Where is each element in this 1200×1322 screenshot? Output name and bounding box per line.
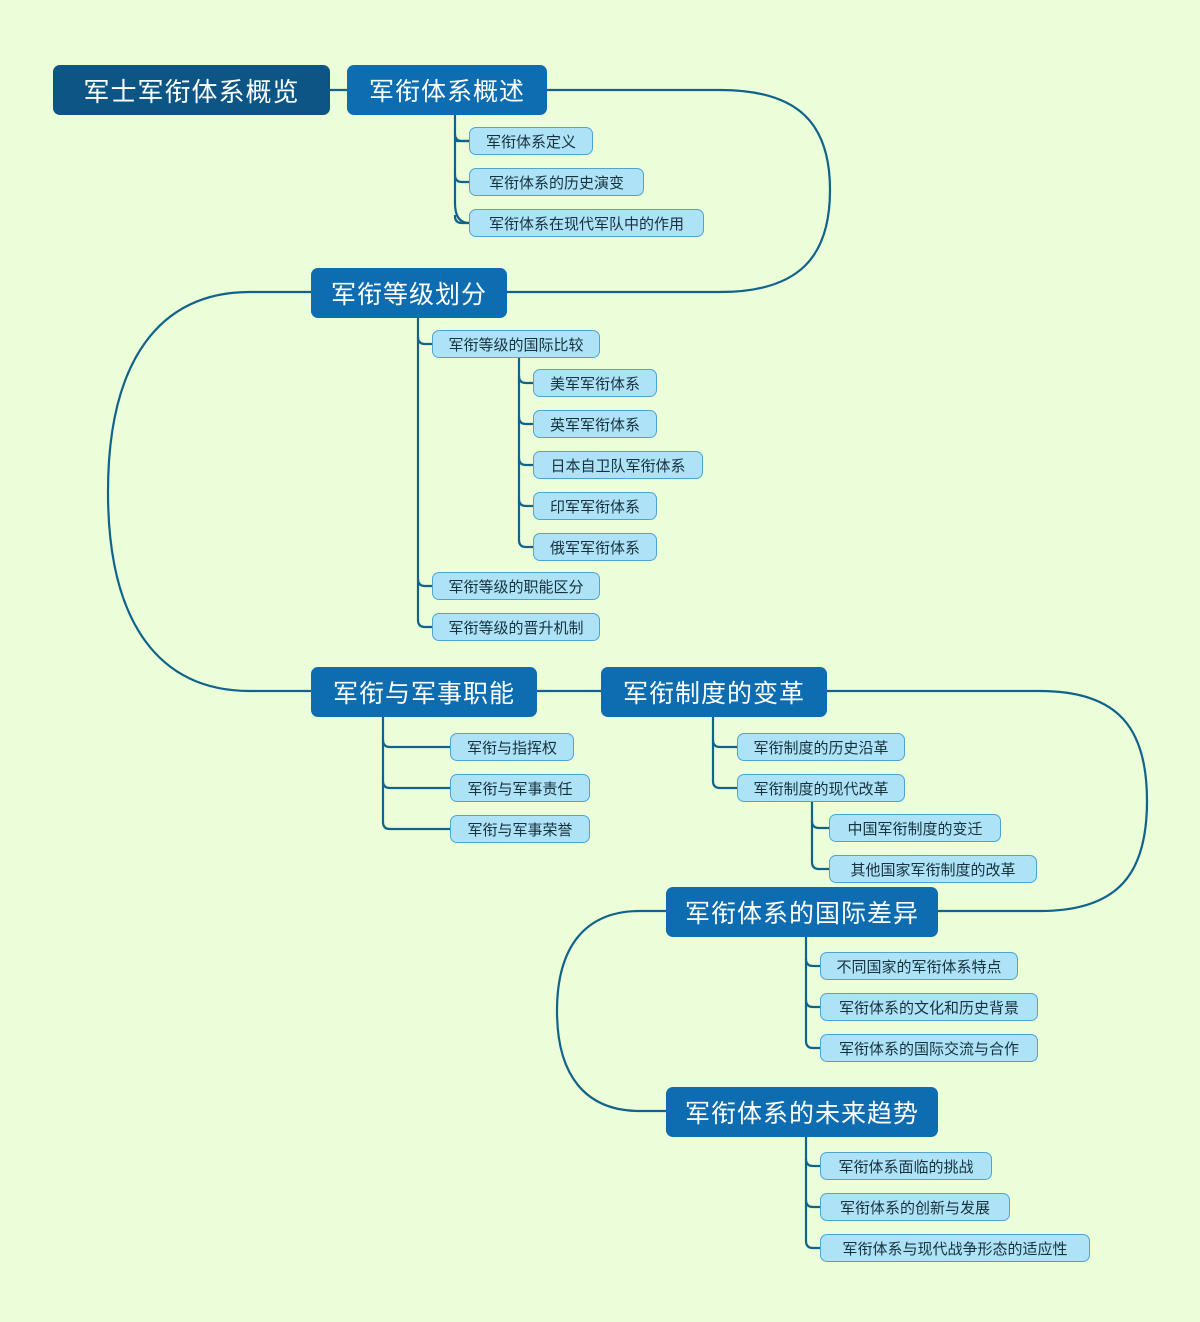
leaf-node-label: 俄军军衔体系 [549, 539, 640, 557]
leaf-node-label: 军衔与军事责任 [467, 780, 573, 798]
connector-b6-child1-elbow [804, 1157, 822, 1168]
leaf-node-label: 军衔体系与现代战争形态的适应性 [842, 1240, 1068, 1258]
leaf-node-b6c3[interactable]: 军衔体系与现代战争形态的适应性 [820, 1234, 1090, 1262]
leaf-node-label: 军衔体系的文化和历史背景 [838, 999, 1019, 1017]
connector-b1-child3-elbow [453, 214, 471, 225]
leaf-node-b4c2[interactable]: 军衔制度的现代改革 [737, 774, 905, 802]
branch-node-label: 军衔体系概述 [368, 78, 525, 106]
branch-node-label: 军衔体系的未来趋势 [684, 1100, 919, 1128]
branch-node-system-reform[interactable]: 军衔制度的变革 [601, 667, 827, 717]
leaf-node-label: 其他国家军衔制度的改革 [850, 861, 1016, 879]
root-node-label: 军士军衔体系概览 [83, 76, 300, 107]
connector-b6-child2-elbow [804, 1198, 822, 1209]
branch-node-rank-levels[interactable]: 军衔等级划分 [311, 268, 507, 318]
leaf-node-label: 军衔制度的现代改革 [753, 780, 889, 798]
leaf-node-b2c3[interactable]: 军衔等级的晋升机制 [432, 613, 600, 641]
leaf-node-b5c3[interactable]: 军衔体系的国际交流与合作 [820, 1034, 1038, 1062]
connector-b6-child3-elbow [804, 1239, 822, 1250]
branch-node-overview[interactable]: 军衔体系概述 [347, 65, 547, 115]
leaf-node-label: 军衔体系面临的挑战 [838, 1158, 974, 1176]
leaf-node-b5c1[interactable]: 不同国家的军衔体系特点 [820, 952, 1018, 980]
branch-node-label: 军衔制度的变革 [622, 680, 805, 708]
leaf-node-label: 日本自卫队军衔体系 [550, 457, 686, 475]
connector-b3-child1-elbow [381, 738, 452, 749]
connector-b5-to-b6 [555, 909, 668, 1113]
leaf-node-b2c1g1[interactable]: 美军军衔体系 [533, 369, 657, 397]
leaf-node-b2c1g5[interactable]: 俄军军衔体系 [533, 533, 657, 561]
leaf-node-label: 军衔体系的创新与发展 [839, 1199, 990, 1217]
leaf-node-label: 军衔与指挥权 [466, 739, 557, 757]
branch-node-international-differences[interactable]: 军衔体系的国际差异 [666, 887, 938, 937]
leaf-node-label: 军衔等级的晋升机制 [448, 619, 584, 637]
branch-node-military-function[interactable]: 军衔与军事职能 [311, 667, 537, 717]
connector-b1-children [453, 113, 471, 225]
leaf-node-label: 军衔体系在现代军队中的作用 [488, 215, 684, 233]
connector-b5-child3-elbow [804, 1039, 822, 1050]
leaf-node-b1c3[interactable]: 军衔体系在现代军队中的作用 [469, 209, 704, 237]
leaf-node-label: 军衔体系定义 [485, 133, 576, 151]
leaf-node-b4c1[interactable]: 军衔制度的历史沿革 [737, 733, 905, 761]
leaf-node-label: 中国军衔制度的变迁 [847, 820, 983, 838]
root-node[interactable]: 军士军衔体系概览 [53, 65, 330, 115]
connector-b4c2-g2-elbow [810, 860, 831, 871]
connector-b2-to-b3 [106, 290, 313, 693]
connector-b4-child2-elbow [711, 779, 739, 790]
branch-node-label: 军衔与军事职能 [332, 680, 515, 708]
connector-b2c1-g1-elbow [517, 374, 535, 385]
connector-b2c1-g3-elbow [517, 456, 535, 467]
connector-b2c1-g5-elbow [517, 538, 535, 549]
connector-b2-child2-elbow [416, 577, 434, 588]
leaf-node-label: 军衔等级的国际比较 [448, 336, 584, 354]
leaf-node-b2c1[interactable]: 军衔等级的国际比较 [432, 330, 600, 358]
leaf-node-label: 军衔体系的国际交流与合作 [838, 1040, 1019, 1058]
leaf-node-label: 不同国家的军衔体系特点 [836, 958, 1002, 976]
connector-b2c1-g4-elbow [517, 497, 535, 508]
leaf-node-label: 军衔制度的历史沿革 [753, 739, 889, 757]
leaf-node-b1c2[interactable]: 军衔体系的历史演变 [469, 168, 644, 196]
leaf-node-label: 英军军衔体系 [549, 416, 640, 434]
leaf-node-label: 军衔等级的职能区分 [448, 578, 584, 596]
connector-b4-child1-elbow [711, 738, 739, 749]
leaf-node-label: 军衔体系的历史演变 [488, 174, 624, 192]
leaf-node-b2c1g4[interactable]: 印军军衔体系 [533, 492, 657, 520]
leaf-node-b3c2[interactable]: 军衔与军事责任 [450, 774, 590, 802]
leaf-node-b4c2g1[interactable]: 中国军衔制度的变迁 [829, 814, 1001, 842]
leaf-node-label: 印军军衔体系 [549, 498, 640, 516]
leaf-node-b3c3[interactable]: 军衔与军事荣誉 [450, 815, 590, 843]
connector-b5-child2-elbow [804, 998, 822, 1009]
connector-b4c2-g1-elbow [810, 819, 831, 830]
connector-b3-child2-elbow [381, 779, 452, 790]
branch-node-label: 军衔体系的国际差异 [684, 900, 919, 928]
leaf-node-b1c1[interactable]: 军衔体系定义 [469, 127, 593, 155]
connector-b5-child1-elbow [804, 957, 822, 968]
connector-b1-child1-elbow [453, 132, 471, 143]
leaf-node-label: 美军军衔体系 [549, 375, 640, 393]
leaf-node-b6c1[interactable]: 军衔体系面临的挑战 [820, 1152, 992, 1180]
leaf-node-label: 军衔与军事荣誉 [467, 821, 573, 839]
connector-b2-child3-elbow [416, 618, 434, 629]
connector-b3-child3-elbow [381, 820, 452, 831]
connector-b1-child2-elbow [453, 173, 471, 184]
leaf-node-b2c2[interactable]: 军衔等级的职能区分 [432, 572, 600, 600]
branch-node-label: 军衔等级划分 [330, 281, 487, 309]
leaf-node-b2c1g3[interactable]: 日本自卫队军衔体系 [533, 451, 703, 479]
connector-b2-child1-elbow [416, 335, 434, 346]
leaf-node-b5c2[interactable]: 军衔体系的文化和历史背景 [820, 993, 1038, 1021]
leaf-node-b6c2[interactable]: 军衔体系的创新与发展 [820, 1193, 1010, 1221]
leaf-node-b2c1g2[interactable]: 英军军衔体系 [533, 410, 657, 438]
connector-b2c1-g2-elbow [517, 415, 535, 426]
leaf-node-b4c2g2[interactable]: 其他国家军衔制度的改革 [829, 855, 1037, 883]
leaf-node-b3c1[interactable]: 军衔与指挥权 [450, 733, 574, 761]
branch-node-future-trends[interactable]: 军衔体系的未来趋势 [666, 1087, 938, 1137]
